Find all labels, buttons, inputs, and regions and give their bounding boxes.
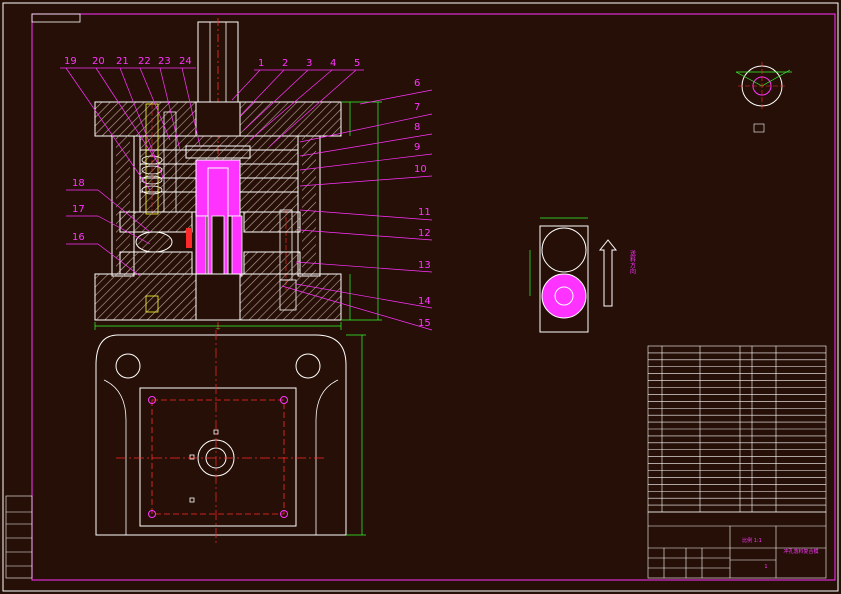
drawing-name: 冲孔落料复合模: [783, 548, 818, 555]
callout-16: 16: [72, 232, 85, 243]
corner-tag-box: [31, 13, 81, 23]
callout-21: 21: [116, 56, 129, 67]
callout-4: 4: [330, 58, 336, 69]
leader-lines: [60, 67, 433, 331]
part-number: 1: [764, 564, 767, 570]
strip-layout-view: 送料方向: [529, 217, 636, 333]
callout-18: 18: [72, 178, 85, 189]
callout-14: 14: [418, 296, 431, 307]
scale-label: 比例 1:1: [742, 537, 762, 544]
parts-list-table: [647, 345, 827, 513]
revision-block: [5, 495, 33, 579]
callout-19: 19: [64, 56, 77, 67]
callout-7: 7: [414, 102, 420, 113]
callout-13: 13: [418, 260, 431, 271]
callout-3: 3: [306, 58, 312, 69]
callout-9: 9: [414, 142, 420, 153]
callout-24: 24: [179, 56, 192, 67]
callout-2: 2: [282, 58, 288, 69]
plan-view: [95, 330, 366, 545]
strip-direction-label: 送料方向: [629, 249, 636, 274]
callout-11: 11: [418, 207, 431, 218]
title-block: [647, 511, 827, 579]
callout-6: 6: [414, 78, 420, 89]
callout-15: 15: [418, 318, 431, 329]
callout-5: 5: [354, 58, 360, 69]
callouts-left-top: 19 20 21 22 23 24: [64, 56, 192, 67]
callout-8: 8: [414, 122, 420, 133]
callout-23: 23: [158, 56, 171, 67]
callout-1: 1: [258, 58, 264, 69]
callouts-top: 1 2 3 4 5: [258, 58, 360, 69]
callout-20: 20: [92, 56, 105, 67]
callouts-left: 18 17 16: [72, 178, 85, 243]
inner-frame: [31, 13, 836, 581]
callouts: 1 2 3 4 5 19 20 21 22 23 24 18 17 16 6 7…: [64, 56, 431, 329]
callout-17: 17: [72, 204, 85, 215]
callouts-right: 6 7 8 9 10 11 12 13 14 15: [414, 78, 431, 329]
callout-10: 10: [414, 164, 427, 175]
part-detail-view: [735, 62, 792, 133]
svg-text:—: —: [216, 326, 221, 332]
callout-12: 12: [418, 228, 431, 239]
callout-22: 22: [138, 56, 151, 67]
strip-blank-punched: [541, 273, 587, 319]
rubber-block: [135, 231, 173, 253]
